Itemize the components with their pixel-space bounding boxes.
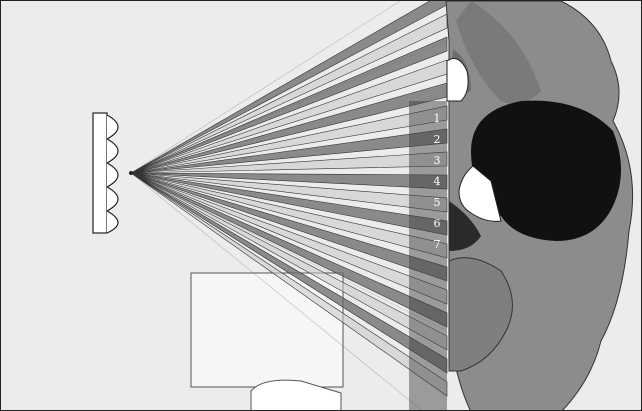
sensor-focal-point — [129, 171, 133, 175]
zone-number-label: 7 — [434, 238, 441, 251]
zone-number-label: 2 — [434, 133, 441, 146]
zone-number-label: 4 — [434, 175, 441, 188]
zone-number-label: 3 — [434, 154, 441, 167]
zone-number-label: 1 — [434, 112, 441, 125]
zone-number-label: 6 — [434, 217, 441, 230]
zone-number-label: 5 — [434, 196, 441, 209]
sensor-mount-plate — [93, 113, 107, 233]
beam-shadow-band — [409, 101, 447, 411]
